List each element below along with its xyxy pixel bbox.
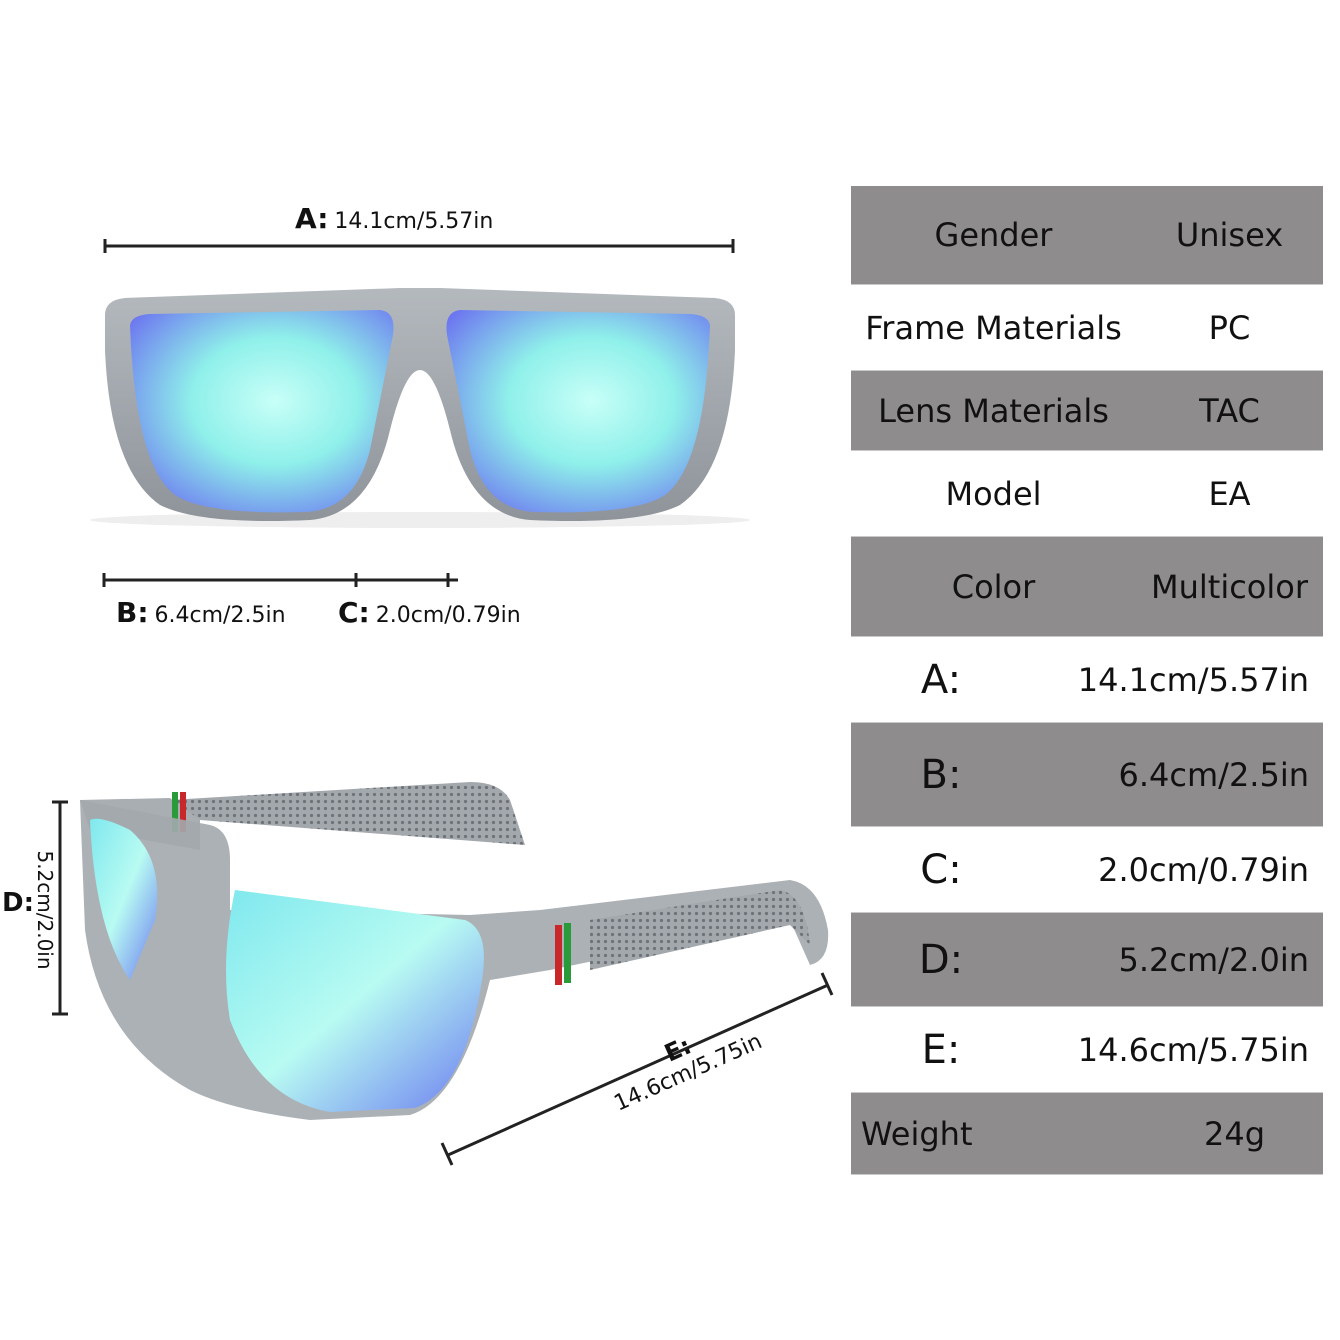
spec-value: 5.2cm/2.0in xyxy=(1118,940,1310,979)
spec-row: Color Multicolor xyxy=(851,537,1323,637)
spec-value: 24g xyxy=(1203,1114,1266,1153)
letter: A: xyxy=(295,202,329,235)
dimension-line-d xyxy=(52,800,68,1016)
spec-key: A: xyxy=(920,656,962,703)
spec-row: A: 14.1cm/5.57in xyxy=(851,637,1323,723)
spec-value: 6.4cm/2.5in xyxy=(1118,755,1310,794)
spec-key: D: xyxy=(918,936,964,983)
letter: B: xyxy=(116,596,149,629)
spec-key: Color xyxy=(951,567,1036,606)
spec-row: E: 14.6cm/5.75in xyxy=(851,1007,1323,1093)
spec-row: Gender Unisex xyxy=(851,186,1323,285)
dimension-a-label: A:14.1cm/5.57in xyxy=(295,202,493,235)
letter: C: xyxy=(338,596,370,629)
spec-key: E: xyxy=(921,1026,961,1073)
sunglasses-front-image xyxy=(90,288,750,528)
spec-row: Frame Materials PC xyxy=(851,285,1323,371)
sunglasses-side-image xyxy=(80,782,829,1120)
spec-value: Multicolor xyxy=(1150,567,1308,606)
dimension-b-label: B:6.4cm/2.5in xyxy=(116,596,286,629)
value: 2.0cm/0.79in xyxy=(375,603,521,628)
spec-value: 14.1cm/5.57in xyxy=(1077,660,1309,699)
dimension-c-label: C:2.0cm/0.79in xyxy=(338,596,521,629)
spec-row: C: 2.0cm/0.79in xyxy=(851,827,1323,913)
spec-value: Unisex xyxy=(1175,216,1284,254)
spec-key: Lens Materials xyxy=(878,391,1109,430)
dimension-line-a xyxy=(103,239,735,253)
spec-row: D: 5.2cm/2.0in xyxy=(851,913,1323,1007)
spec-row: Model EA xyxy=(851,451,1323,537)
dimension-line-b-c xyxy=(102,573,458,587)
value: 14.1cm/5.57in xyxy=(334,209,494,234)
spec-value: EA xyxy=(1208,474,1251,513)
spec-row: B: 6.4cm/2.5in xyxy=(851,723,1323,827)
spec-row: Weight 24g xyxy=(851,1093,1323,1175)
spec-key: Frame Materials xyxy=(865,308,1122,347)
spec-value: TAC xyxy=(1199,391,1260,430)
spec-row: Lens Materials TAC xyxy=(851,371,1323,451)
spec-value: 2.0cm/0.79in xyxy=(1098,850,1309,889)
spec-value: PC xyxy=(1208,308,1251,347)
dimension-line-e xyxy=(440,972,834,1166)
spec-key: B: xyxy=(920,751,962,798)
dimension-d-value: 5.2cm/2.0in xyxy=(33,850,57,970)
value: 6.4cm/2.5in xyxy=(154,603,286,628)
dimension-d-letter: D: xyxy=(2,888,34,918)
spec-key: Model xyxy=(945,474,1042,513)
spec-key: C: xyxy=(920,846,962,893)
spec-key: Weight xyxy=(861,1114,973,1153)
spec-value: 14.6cm/5.75in xyxy=(1077,1030,1309,1069)
spec-key: Gender xyxy=(934,216,1053,254)
